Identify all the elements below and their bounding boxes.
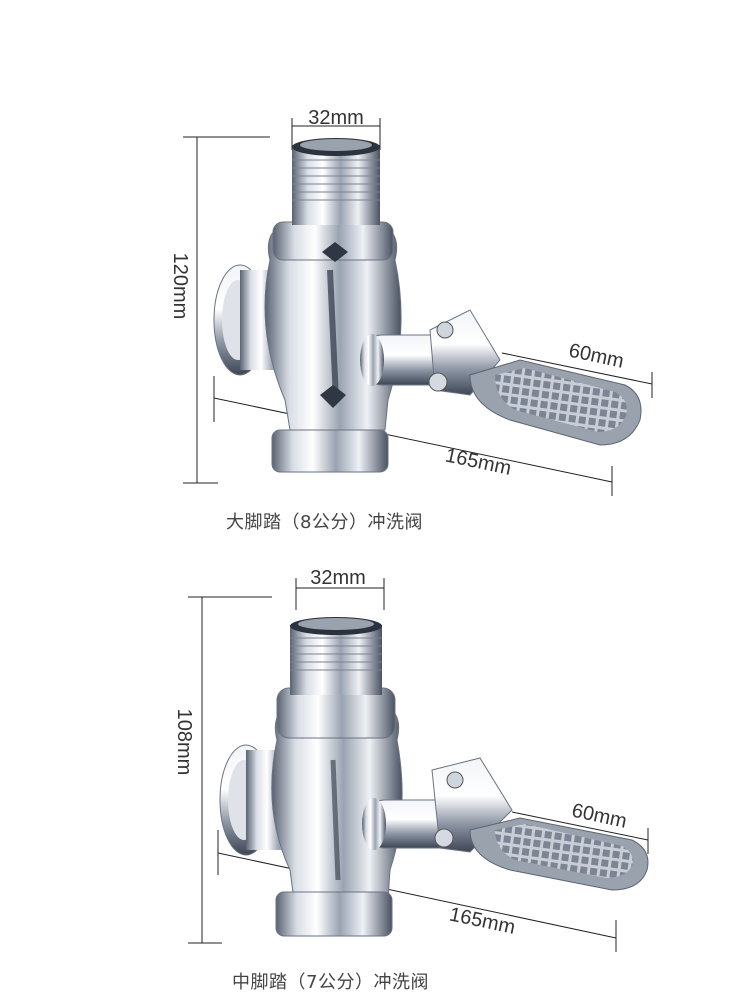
foot-pedal — [469, 817, 649, 891]
pedal-width-label: 60mm — [570, 800, 629, 833]
product-medium-pedal: 32mm 108mm 60mm 165mm 中脚踏（7公分）冲洗阀 — [0, 460, 750, 993]
foot-pedal — [469, 359, 642, 446]
valve-body — [213, 138, 501, 473]
height-dimension-line — [183, 136, 270, 484]
flush-valve-illustration: 32mm 120mm 60mm 165mm — [169, 107, 653, 496]
product-large-pedal: 32mm 120mm 60mm 165mm 大脚踏（8公分）冲洗阀 — [169, 107, 653, 533]
height-dimension-line — [188, 596, 272, 944]
pedal-width-dimension-line — [511, 811, 649, 854]
product-caption: 大脚踏（8公分）冲洗阀 — [226, 512, 423, 533]
top-width-label: 32mm — [308, 107, 364, 129]
valve-body — [219, 617, 513, 937]
height-label: 120mm — [169, 253, 191, 320]
top-width-dimension-line — [291, 118, 381, 150]
height-label: 108mm — [173, 709, 195, 776]
product-caption: 中脚踏（7公分）冲洗阀 — [232, 972, 429, 993]
pedal-width-dimension-line — [501, 352, 653, 398]
length-label: 165mm — [447, 903, 517, 938]
flush-valve-illustration: 32mm 108mm 60mm 165mm — [173, 567, 649, 952]
length-dimension-line — [213, 376, 613, 496]
top-width-dimension-line — [295, 578, 385, 610]
length-dimension-line — [217, 830, 617, 952]
top-width-label: 32mm — [310, 567, 366, 589]
